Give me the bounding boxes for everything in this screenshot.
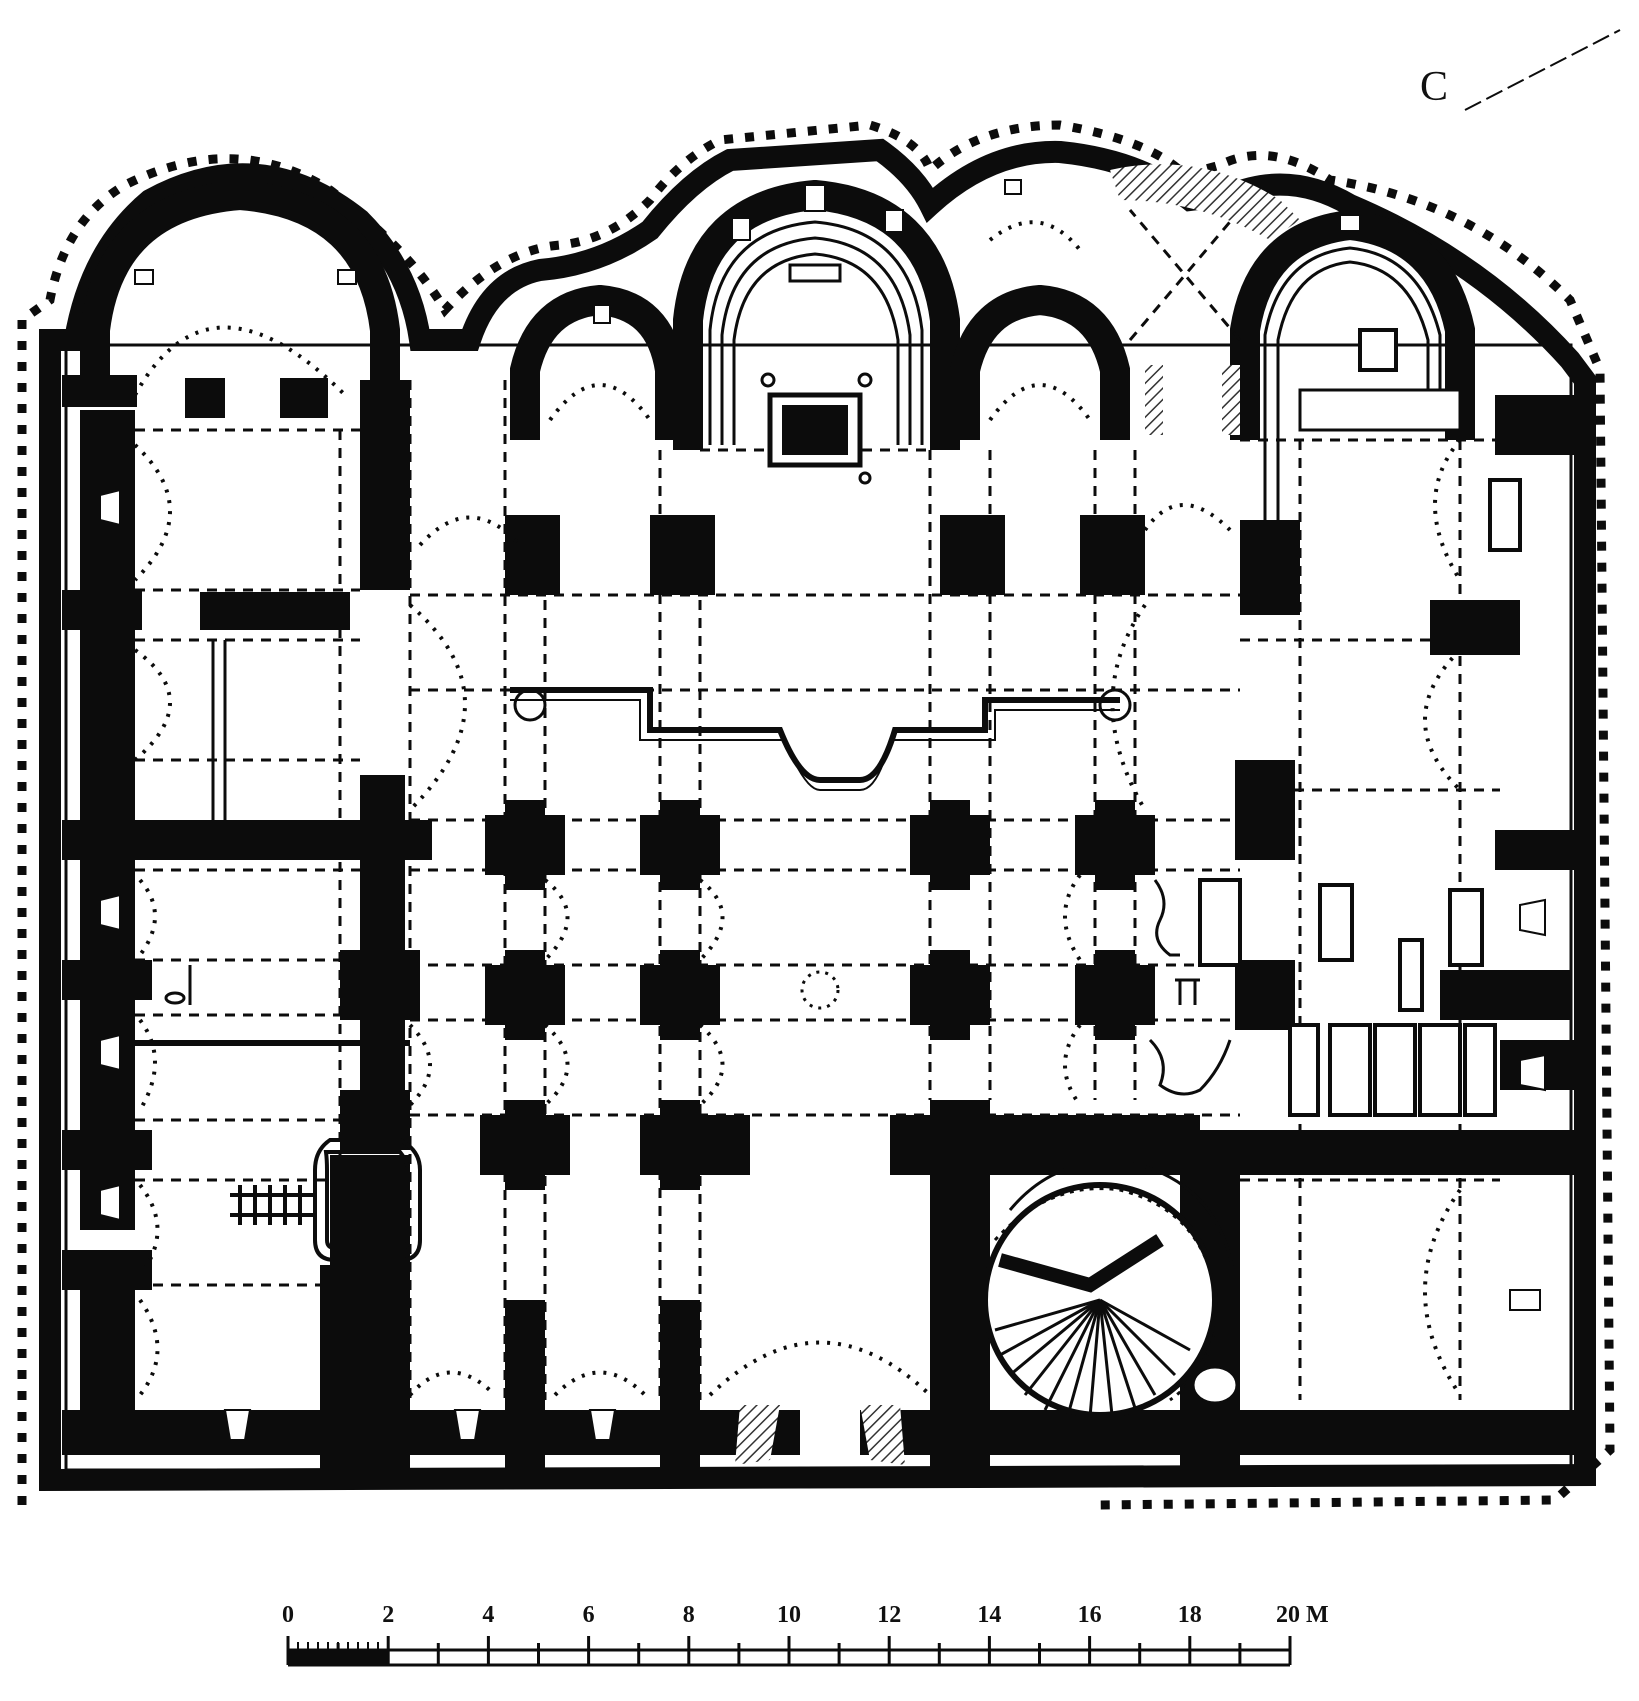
scale-tick-label: 10 xyxy=(777,1602,801,1628)
scale-bar-labels: 0 2 4 6 8 10 12 14 16 18 20 M xyxy=(282,1602,1329,1628)
vault-dotted-arcs xyxy=(133,220,1462,1397)
chancel-barrier-inner xyxy=(510,699,1120,791)
west-threshold-rails xyxy=(188,640,227,1005)
scale-tick-label: 20 M xyxy=(1276,1602,1329,1628)
entrance-opening xyxy=(800,1408,860,1458)
window-splays xyxy=(99,488,1546,1441)
scale-tick-label: 2 xyxy=(382,1602,394,1628)
scale-tick-label: 16 xyxy=(1078,1602,1102,1628)
outer-wall xyxy=(39,138,1596,1492)
scale-tick-label: 4 xyxy=(482,1602,494,1628)
outer-dotted-boundary xyxy=(17,120,1615,1510)
entrance-jamb-left xyxy=(735,1405,780,1465)
scale-tick-label: 18 xyxy=(1178,1602,1202,1628)
nave-circle-right xyxy=(1098,688,1132,722)
entrance-jamb-right xyxy=(860,1405,905,1465)
scale-tick-label: 14 xyxy=(977,1602,1001,1628)
hatched-pier-1 xyxy=(1145,365,1163,435)
right-apse-steps xyxy=(1263,246,1442,520)
scale-tick-label: 6 xyxy=(583,1602,595,1628)
hatched-pier-2 xyxy=(1222,365,1240,435)
altar-column-bases xyxy=(760,372,873,485)
central-apse-steps xyxy=(708,220,924,445)
north-marker-letter: C xyxy=(1420,64,1448,110)
tombs xyxy=(1198,478,1522,1117)
scale-tick-label: 0 xyxy=(282,1602,294,1628)
altar-inner xyxy=(782,405,848,455)
apse-windows xyxy=(134,179,1361,324)
ambo xyxy=(313,1138,422,1262)
right-bench xyxy=(1298,388,1462,432)
spiral-staircase-icon xyxy=(982,1160,1239,1418)
nave-circle-left xyxy=(513,688,547,722)
scale-tick-label: 12 xyxy=(877,1602,901,1628)
altar-top xyxy=(788,263,842,283)
reliquary-niche xyxy=(1358,328,1398,372)
ladder-steps xyxy=(230,1185,315,1225)
west-font xyxy=(164,991,186,1005)
hatched-ne-wall xyxy=(1110,164,1300,240)
chancel-barrier xyxy=(510,687,1120,783)
fragment-remains xyxy=(1148,879,1232,1096)
north-marker-line xyxy=(1464,29,1621,111)
scale-tick-label: 8 xyxy=(683,1602,695,1628)
inner-wall-line xyxy=(64,343,1573,1472)
nave-circle-center xyxy=(800,970,840,1010)
scale-bar xyxy=(286,1636,1292,1667)
